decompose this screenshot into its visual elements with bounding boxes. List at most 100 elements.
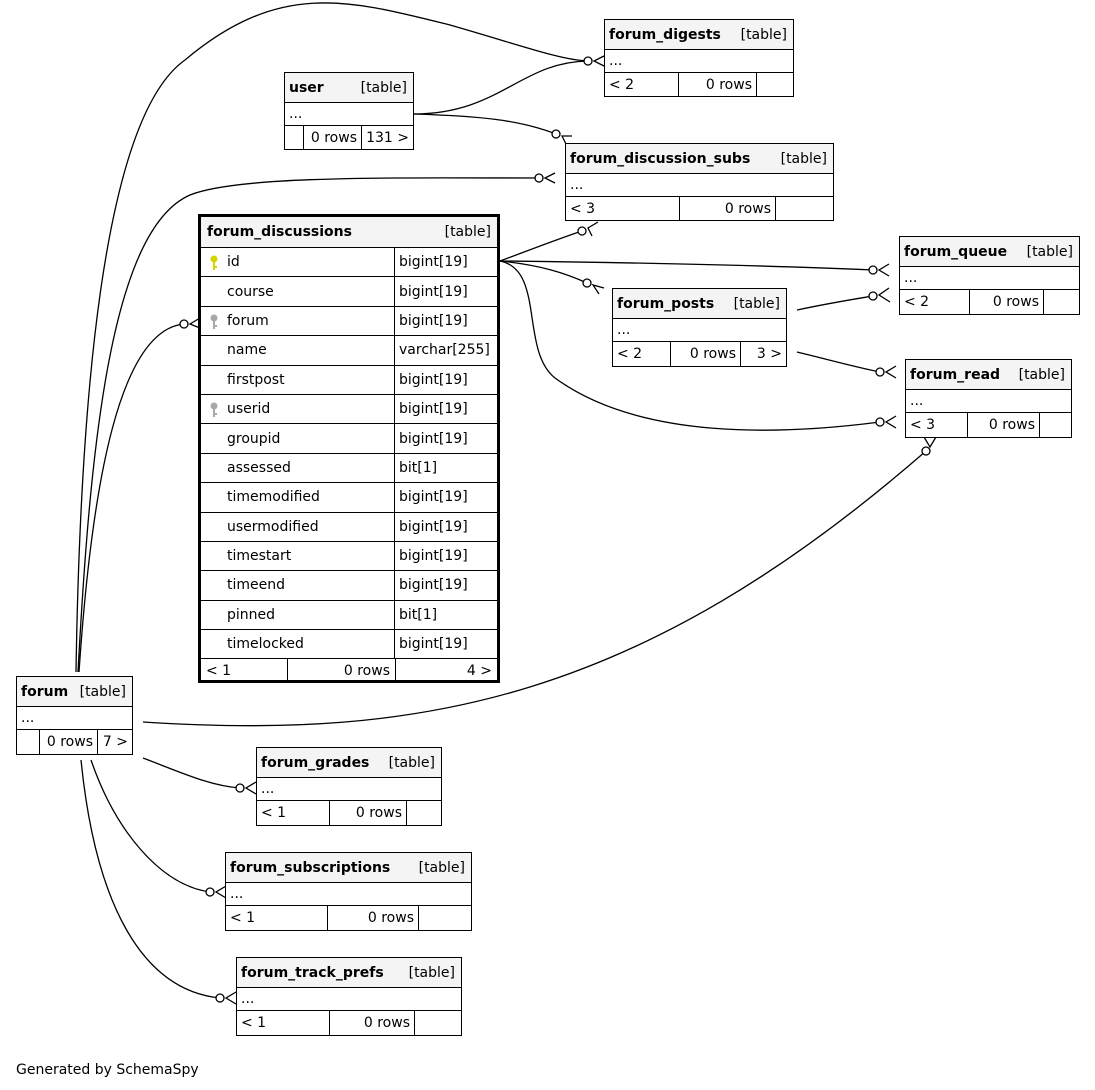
table-header: forum_queue [table] (900, 237, 1079, 267)
table-kind: [table] (444, 224, 491, 240)
column-name: name (227, 342, 267, 359)
column-type: bit[1] (399, 606, 438, 623)
primary-key-icon (210, 255, 218, 270)
parents-count: < 1 (241, 1015, 267, 1031)
table-forum-track-prefs[interactable]: forum_track_prefs [table] ... < 1 0 rows (236, 957, 462, 1036)
edge-end-circle (875, 367, 885, 377)
column-type: bigint[19] (399, 577, 468, 594)
column-row: usermodified bigint[19] (201, 512, 497, 542)
edge-end-circle (583, 56, 593, 66)
children-count (1043, 290, 1079, 314)
row-count: 0 rows (678, 73, 756, 96)
table-name: forum_digests (609, 26, 721, 43)
columns-ellipsis: ... (285, 103, 413, 126)
table-kind: [table] (418, 859, 465, 876)
table-header: forum_read [table] (906, 360, 1071, 390)
columns-ellipsis: ... (605, 50, 793, 73)
table-forum-posts[interactable]: forum_posts [table] ... < 2 0 rows 3 > (612, 288, 787, 367)
column-type: bigint[19] (399, 518, 468, 535)
row-count: 0 rows (679, 197, 775, 220)
table-forum-queue[interactable]: forum_queue [table] ... < 2 0 rows (899, 236, 1080, 315)
foreign-key-icon (210, 402, 218, 417)
table-forum-discussion-subs[interactable]: forum_discussion_subs [table] ... < 3 0 … (565, 143, 834, 221)
parents-count (17, 730, 39, 754)
row-count: 0 rows (329, 801, 406, 825)
columns-ellipsis: ... (17, 707, 132, 730)
generated-by-note: Generated by SchemaSpy (16, 1062, 199, 1078)
row-count: 0 rows (967, 413, 1039, 437)
edge-forum-forum-read (142, 450, 927, 727)
children-count (775, 197, 833, 220)
column-type: bit[1] (399, 459, 438, 476)
column-name: timelocked (227, 636, 304, 653)
crowfoot (560, 135, 572, 145)
table-kind: [table] (780, 150, 827, 167)
column-name-cell: timemodified (201, 483, 395, 512)
table-forum-digests[interactable]: forum_digests [table] ... < 2 0 rows (604, 19, 794, 97)
column-name: timestart (227, 548, 292, 565)
table-header: forum [table] (17, 677, 132, 707)
table-name: forum_queue (904, 243, 1008, 260)
column-row: assessed bit[1] (201, 453, 497, 484)
parents-count: < 2 (609, 76, 635, 93)
column-name: assessed (227, 459, 291, 476)
table-forum-grades[interactable]: forum_grades [table] ... < 1 0 rows (256, 747, 442, 826)
table-name: forum_track_prefs (241, 964, 384, 981)
column-name: timemodified (227, 489, 320, 506)
column-type: bigint[19] (399, 430, 468, 447)
parents-count: < 1 (261, 805, 287, 821)
edge-forum-forum-digests (75, 2, 589, 673)
column-type: bigint[19] (399, 312, 468, 329)
crowfoot (224, 991, 237, 1005)
crowfoot (884, 365, 897, 379)
table-header: user [table] (285, 73, 413, 103)
table-forum-subscriptions[interactable]: forum_subscriptions [table] ... < 1 0 ro… (225, 852, 472, 931)
column-name-cell: timeend (201, 571, 395, 600)
table-name: user (289, 79, 324, 96)
children-count: 131 > (361, 126, 413, 149)
crowfoot (591, 283, 605, 295)
edge-posts-forum-read (796, 351, 881, 373)
row-count: 0 rows (670, 342, 740, 366)
crowfoot (214, 885, 227, 899)
children-count (418, 906, 471, 930)
columns-ellipsis: ... (257, 778, 441, 801)
table-kind: [table] (1018, 366, 1065, 383)
edge-user-forum-digests (412, 60, 589, 115)
edge-discussions-forum-read (499, 260, 881, 431)
column-name: pinned (227, 606, 276, 623)
edge-forum-forum-grades (142, 757, 241, 789)
table-forum-read[interactable]: forum_read [table] ... < 3 0 rows (905, 359, 1072, 438)
column-name-cell: userid (201, 394, 395, 424)
table-name: forum_grades (261, 754, 370, 771)
columns-ellipsis: ... (237, 988, 461, 1011)
column-name: usermodified (227, 518, 319, 535)
crowfoot (244, 781, 257, 795)
parents-count: < 1 (206, 663, 232, 680)
table-name: forum_read (910, 366, 1001, 383)
column-name-cell: id (201, 248, 395, 277)
column-name-cell: pinned (201, 600, 395, 630)
column-type: bigint[19] (399, 254, 468, 271)
table-footer: 0 rows 131 > (285, 126, 413, 149)
edge-end-circle (215, 993, 225, 1003)
row-count: 0 rows (287, 659, 395, 684)
table-user[interactable]: user [table] ... 0 rows 131 > (284, 72, 414, 150)
table-forum[interactable]: forum [table] ... 0 rows 7 > (16, 676, 133, 755)
edge-end-circle (582, 278, 592, 288)
edge-forum-forum-discussions (78, 323, 185, 673)
table-footer: < 1 0 rows (257, 801, 441, 825)
edge-end-circle (534, 173, 544, 183)
table-kind: [table] (1026, 243, 1073, 260)
children-count: 3 > (740, 342, 786, 366)
column-name: firstpost (227, 371, 285, 388)
column-type: bigint[19] (399, 401, 468, 418)
